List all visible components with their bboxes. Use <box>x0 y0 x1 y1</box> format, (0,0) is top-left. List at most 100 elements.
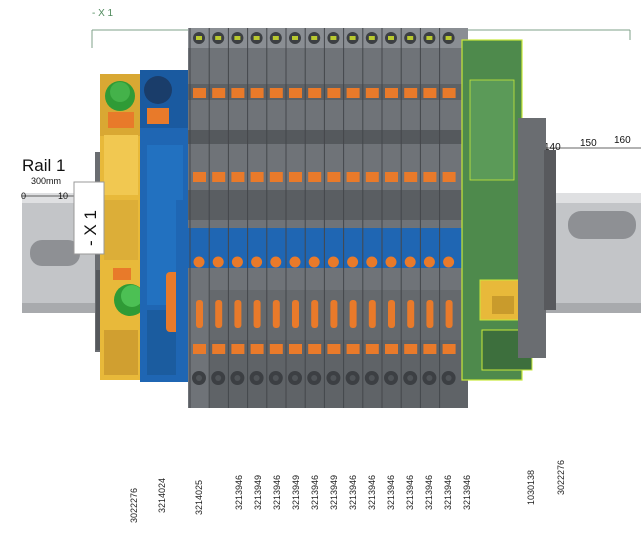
screw-slot <box>253 36 260 40</box>
screw-hole <box>292 375 298 381</box>
orange-actuator <box>423 88 437 98</box>
orange-actuator <box>385 88 398 98</box>
test-plug-pin <box>253 300 261 328</box>
screw-slot <box>215 36 222 40</box>
article-number[interactable]: 3213949 <box>253 474 263 510</box>
plug-socket-icon <box>327 256 339 268</box>
screw-hole <box>330 375 337 381</box>
article-number[interactable]: 3213946 <box>386 474 396 510</box>
screw-slot <box>272 36 279 40</box>
orange-actuator <box>327 344 341 354</box>
orange-actuator <box>308 88 322 98</box>
screw-slot <box>292 36 298 40</box>
plug-socket-icon <box>404 256 416 268</box>
orange-actuator <box>231 88 245 98</box>
plug-socket-icon <box>231 256 243 268</box>
orange-actuator <box>193 88 206 98</box>
article-number[interactable]: 3213949 <box>291 474 301 510</box>
orange-actuator <box>289 344 302 354</box>
article-number[interactable]: 3214024 <box>157 477 167 513</box>
blue-terminal-block[interactable] <box>140 70 206 382</box>
marker-label-text: - X 1 <box>81 210 100 246</box>
screw-hole <box>253 375 260 381</box>
article-number[interactable]: 3213946 <box>424 474 434 510</box>
plug-socket-icon <box>193 256 205 268</box>
end-bracket-right[interactable] <box>518 118 556 358</box>
screw-slot <box>349 36 356 40</box>
yellow-terminal-block[interactable] <box>100 74 146 380</box>
ruler-label-150: 150 <box>580 138 597 149</box>
orange-actuator <box>365 88 379 98</box>
ruler-label-140: 140 <box>544 142 561 153</box>
ruler-label-0: 0 <box>21 191 26 201</box>
screw-hole <box>407 375 414 381</box>
screw-slot <box>388 36 394 40</box>
article-number[interactable]: 3213946 <box>367 474 377 510</box>
article-number[interactable]: 1030138 <box>526 469 536 505</box>
article-number[interactable]: 3022276 <box>556 459 566 495</box>
article-number[interactable]: 3214025 <box>194 479 204 515</box>
orange-actuator <box>269 88 283 98</box>
orange-actuator <box>365 344 379 354</box>
orange-actuator <box>231 344 245 354</box>
orange-actuator <box>212 88 226 98</box>
screw-slot <box>234 36 241 40</box>
screw-slot <box>407 36 414 40</box>
test-plug-pin <box>292 300 299 328</box>
orange-actuator <box>385 172 398 182</box>
orange-actuator <box>404 344 418 354</box>
article-number[interactable]: 3213949 <box>329 474 339 510</box>
article-number[interactable]: 3213946 <box>272 474 282 510</box>
test-plug-pin <box>349 300 357 328</box>
orange-actuator <box>289 172 302 182</box>
orange-actuator <box>327 172 341 182</box>
orange-actuator <box>308 344 322 354</box>
screw-hole <box>196 375 202 381</box>
ruler-label-10: 10 <box>58 191 68 201</box>
rail-name: Rail 1 <box>22 156 65 175</box>
ruler-label-160: 160 <box>614 135 631 146</box>
plug-socket-icon <box>270 256 282 268</box>
group-designation-label: - X 1 <box>92 8 114 19</box>
test-plug-pin <box>368 300 376 328</box>
orange-actuator <box>385 344 398 354</box>
green-module[interactable] <box>461 39 533 381</box>
article-number[interactable]: 3213946 <box>310 474 320 510</box>
plug-socket-icon <box>212 256 224 268</box>
orange-actuator <box>404 172 418 182</box>
screw-slot <box>196 36 202 40</box>
orange-actuator <box>346 172 360 182</box>
orange-actuator <box>113 268 131 280</box>
orange-actuator <box>365 172 379 182</box>
marker-label[interactable]: - X 1 <box>73 181 105 255</box>
orange-actuator <box>289 88 302 98</box>
screw-slot <box>311 36 318 40</box>
article-number[interactable]: 3022276 <box>129 487 139 523</box>
article-number[interactable]: 3213946 <box>443 474 453 510</box>
orange-actuator <box>108 112 134 128</box>
screw-hole <box>234 375 241 381</box>
article-number[interactable]: 3213946 <box>405 474 415 510</box>
orange-actuator <box>231 172 245 182</box>
plug-socket-icon <box>366 256 378 268</box>
article-number[interactable]: 3213946 <box>462 474 472 510</box>
plug-socket-icon <box>308 256 320 268</box>
plug-socket-icon <box>443 256 455 268</box>
orange-actuator <box>404 88 418 98</box>
orange-actuator <box>423 172 437 182</box>
article-number[interactable]: 3213946 <box>348 474 358 510</box>
orange-actuator <box>193 344 206 354</box>
plug-socket-icon <box>423 256 435 268</box>
article-number[interactable]: 3213946 <box>234 474 244 510</box>
plug-socket-icon <box>347 256 359 268</box>
screw-hole <box>368 375 375 381</box>
screw-slot <box>368 36 375 40</box>
screw-hole <box>388 375 394 381</box>
orange-actuator <box>250 172 264 182</box>
screw-hole <box>311 375 318 381</box>
plug-socket-icon <box>289 256 301 268</box>
test-plug-pin <box>272 300 280 328</box>
screw-slot <box>426 36 433 40</box>
orange-actuator <box>423 344 437 354</box>
